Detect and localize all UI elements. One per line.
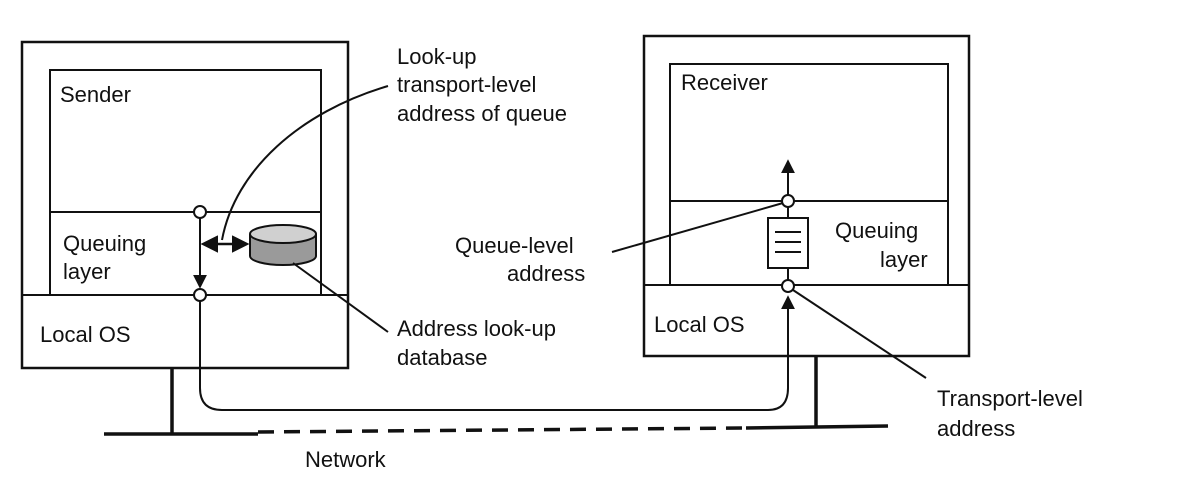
message-path: [199, 295, 795, 411]
receiver-outer-box: [642, 34, 971, 358]
lookup-text-line1: Look-up: [397, 44, 477, 69]
sender-bottom-node: [193, 288, 207, 302]
database-icon: [249, 224, 317, 266]
transport-address-annotation: Transport-level address: [792, 289, 1083, 441]
queue-address-text-line2: address: [507, 261, 585, 286]
lookup-text-line3: address of queue: [397, 101, 567, 126]
database-text-line1: Address look-up: [397, 316, 556, 341]
sender-top-node: [193, 205, 207, 219]
receiver-bottom-node: [781, 279, 795, 293]
database-text-line2: database: [397, 345, 488, 370]
receiver-machine: Receiver Queuing layer Local OS: [642, 34, 971, 358]
database-leader-line: [292, 262, 389, 333]
network: Network: [104, 356, 889, 472]
receiver-top-node: [781, 194, 795, 208]
sender-outer-box: [20, 40, 350, 370]
queue-address-annotation: Queue-level address: [455, 202, 784, 286]
sender-machine: Sender Queuing layer Local OS: [20, 40, 350, 370]
queue-icon: [767, 217, 809, 269]
sender-label: Sender: [60, 82, 131, 107]
sender-queuing-label: Queuing: [63, 231, 146, 256]
sender-local-os-label: Local OS: [40, 322, 131, 347]
database-annotation: Address look-up database: [292, 262, 556, 370]
network-line-dashed: [257, 426, 747, 434]
lookup-annotation: Look-up transport-level address of queue: [221, 44, 567, 241]
transport-address-text-line2: address: [937, 416, 1015, 441]
sender-layer-label: layer: [63, 259, 111, 284]
lookup-leader-line: [221, 85, 389, 241]
transport-address-leader-line: [792, 289, 927, 379]
receiver-queuing-label: Queuing: [835, 218, 918, 243]
receiver-local-os-label: Local OS: [654, 312, 745, 337]
receiver-layer-label: layer: [880, 247, 928, 272]
queue-address-text-line1: Queue-level: [455, 233, 574, 258]
lookup-text-line2: transport-level: [397, 72, 536, 97]
queue-address-leader-line: [611, 202, 784, 253]
network-line-right: [745, 424, 889, 430]
receiver-label: Receiver: [681, 70, 768, 95]
transport-address-text-line1: Transport-level: [937, 386, 1083, 411]
network-label: Network: [305, 447, 387, 472]
